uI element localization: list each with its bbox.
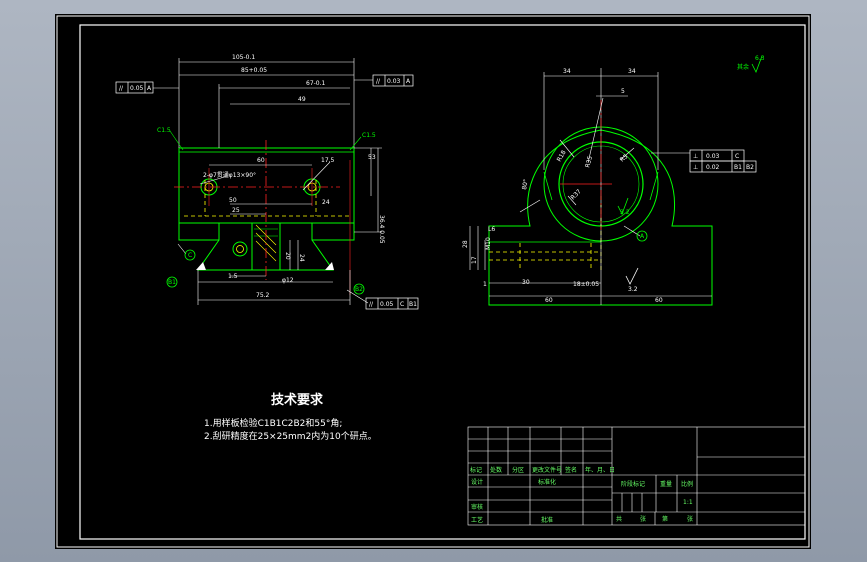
tb-scale: 比例 — [681, 480, 693, 488]
dim-18-tol: 18±0.05 — [573, 281, 599, 288]
dim-5: 5 — [621, 88, 625, 95]
tb-sheet-label: 张 — [640, 515, 646, 523]
tb-header-mark: 标记 — [470, 466, 482, 474]
datum-c: C — [188, 252, 192, 259]
dim-25: 25 — [232, 207, 240, 214]
dim-24: 24 — [322, 199, 330, 206]
dim-34-top: 34 — [563, 68, 571, 75]
tb-header-count: 处数 — [490, 466, 502, 474]
datum-b1: B1 — [168, 279, 176, 286]
front-hole-bottom — [232, 241, 248, 257]
dim-20: 20 — [284, 252, 291, 260]
tb-sheet-total: 共 — [616, 515, 622, 523]
requirement-line-2: 2.刮研精度在25×25mm2内为10个研点。 — [204, 430, 377, 442]
tol-right-datum: A — [406, 78, 411, 85]
tb-review: 审核 — [471, 503, 483, 511]
dim-17-5: 17.5 — [321, 157, 335, 164]
dim-34-right: 34 — [628, 68, 636, 75]
front-base-outline — [178, 223, 220, 241]
tol-perp-sym: ⊥ — [693, 153, 698, 160]
outer-border — [56, 15, 810, 548]
tol-bottom-sym: // — [369, 301, 374, 308]
tol-bottom-datum2: B1 — [409, 301, 417, 308]
tol-left-sym: // — [119, 85, 124, 92]
dim-80deg: 80° — [521, 179, 530, 191]
dim-60-left: 60 — [545, 297, 553, 304]
front-base-outline-right — [311, 223, 355, 241]
tol-perp2-sym: ⊥ — [693, 164, 698, 171]
tol-bottom-val: 0.05 — [380, 301, 394, 308]
hole-note: 2-φ7贯通φ13×90° — [203, 171, 256, 179]
dim-105: 105-0.1 — [232, 54, 255, 61]
requirements-title: 技术要求 — [271, 392, 324, 408]
requirement-line-1: 1.用样板检验C1B1C2B2和55°角; — [204, 417, 342, 429]
dim-28: 28 — [462, 240, 469, 248]
tol-left-val: 0.05 — [130, 85, 144, 92]
tb-header-sign: 签名 — [565, 466, 577, 474]
dim-r35: R35 — [584, 155, 594, 168]
dim-75-2: 75.2 — [256, 292, 270, 299]
dim-m10: M10 — [485, 237, 492, 250]
dim-36-4: 36.4 0.05 — [378, 215, 385, 244]
tol-bottom-datum1: C — [400, 301, 404, 308]
tol-right-sym: // — [376, 78, 381, 85]
front-view: 105-0.1 85+0.05 67-0.1 49 60 17.5 53 24 … — [115, 54, 419, 310]
tol-perp2-datum2: B2 — [746, 164, 754, 171]
tb-weight: 重量 — [660, 480, 672, 488]
dim-50: 50 — [229, 197, 237, 204]
tol-perp2-datum1: B1 — [734, 164, 742, 171]
chamfer-left: C1.5 — [157, 127, 171, 134]
tb-approve: 批准 — [541, 516, 553, 524]
inner-frame — [79, 24, 806, 540]
tol-perp2-val: 0.02 — [706, 164, 720, 171]
front-hole-bottom-inner — [236, 245, 244, 253]
corner-roughness: 6.3 — [755, 55, 765, 62]
tb-header-date: 年、月、日 — [585, 466, 615, 474]
dim-67: 67-0.1 — [306, 80, 326, 87]
datum-a: A — [640, 233, 645, 240]
technical-requirements: 技术要求 1.用样板检验C1B1C2B2和55°角; 2.刮研精度在25×25m… — [204, 392, 377, 442]
tol-left-datum: A — [147, 85, 152, 92]
tb-sheet-no: 第 — [662, 515, 668, 523]
tb-standardize: 标准化 — [538, 478, 556, 486]
dim-r5: R5 — [619, 153, 630, 164]
drawing-sheet — [55, 14, 811, 549]
dim-24b: 24 — [298, 254, 305, 262]
dim-60: 60 — [257, 157, 265, 164]
tb-header-zone: 分区 — [512, 466, 524, 474]
roughness-base: 3.2 — [628, 286, 638, 293]
tol-perp-datum: C — [735, 153, 739, 160]
tb-stage-mark: 阶段标记 — [621, 480, 645, 488]
tb-process: 工艺 — [471, 516, 483, 524]
datum-b2: B2 — [355, 286, 363, 293]
tol-right-val: 0.03 — [387, 78, 401, 85]
roughness-bore: 3.2 — [620, 209, 630, 216]
chamfer-right: C1.5 — [362, 132, 376, 139]
dim-30: 30 — [522, 279, 530, 286]
dim-phi12: φ12 — [282, 277, 294, 284]
dim-49: 49 — [298, 96, 306, 103]
tb-sheet-no-label: 张 — [687, 515, 693, 523]
dim-85: 85+0.05 — [241, 67, 267, 74]
tol-perp-val: 0.03 — [706, 153, 720, 160]
dim-1-5: 1.5 — [228, 273, 238, 280]
tb-scale-value: 1:1 — [683, 499, 693, 506]
tb-header-file: 更改文件号 — [532, 466, 562, 474]
title-block: 标记 处数 分区 更改文件号 签名 年、月、日 设计 标准化 审核 工艺 批准 … — [467, 426, 806, 526]
corner-note: 其余 — [737, 63, 749, 71]
front-upper-plate — [178, 147, 355, 153]
tb-design: 设计 — [471, 478, 483, 486]
dim-53: 53 — [368, 154, 376, 161]
dim-60-right: 60 — [655, 297, 663, 304]
dim-17: 17 — [471, 256, 478, 264]
dim-l6: L6 — [488, 226, 495, 233]
dim-1: 1 — [483, 281, 487, 288]
